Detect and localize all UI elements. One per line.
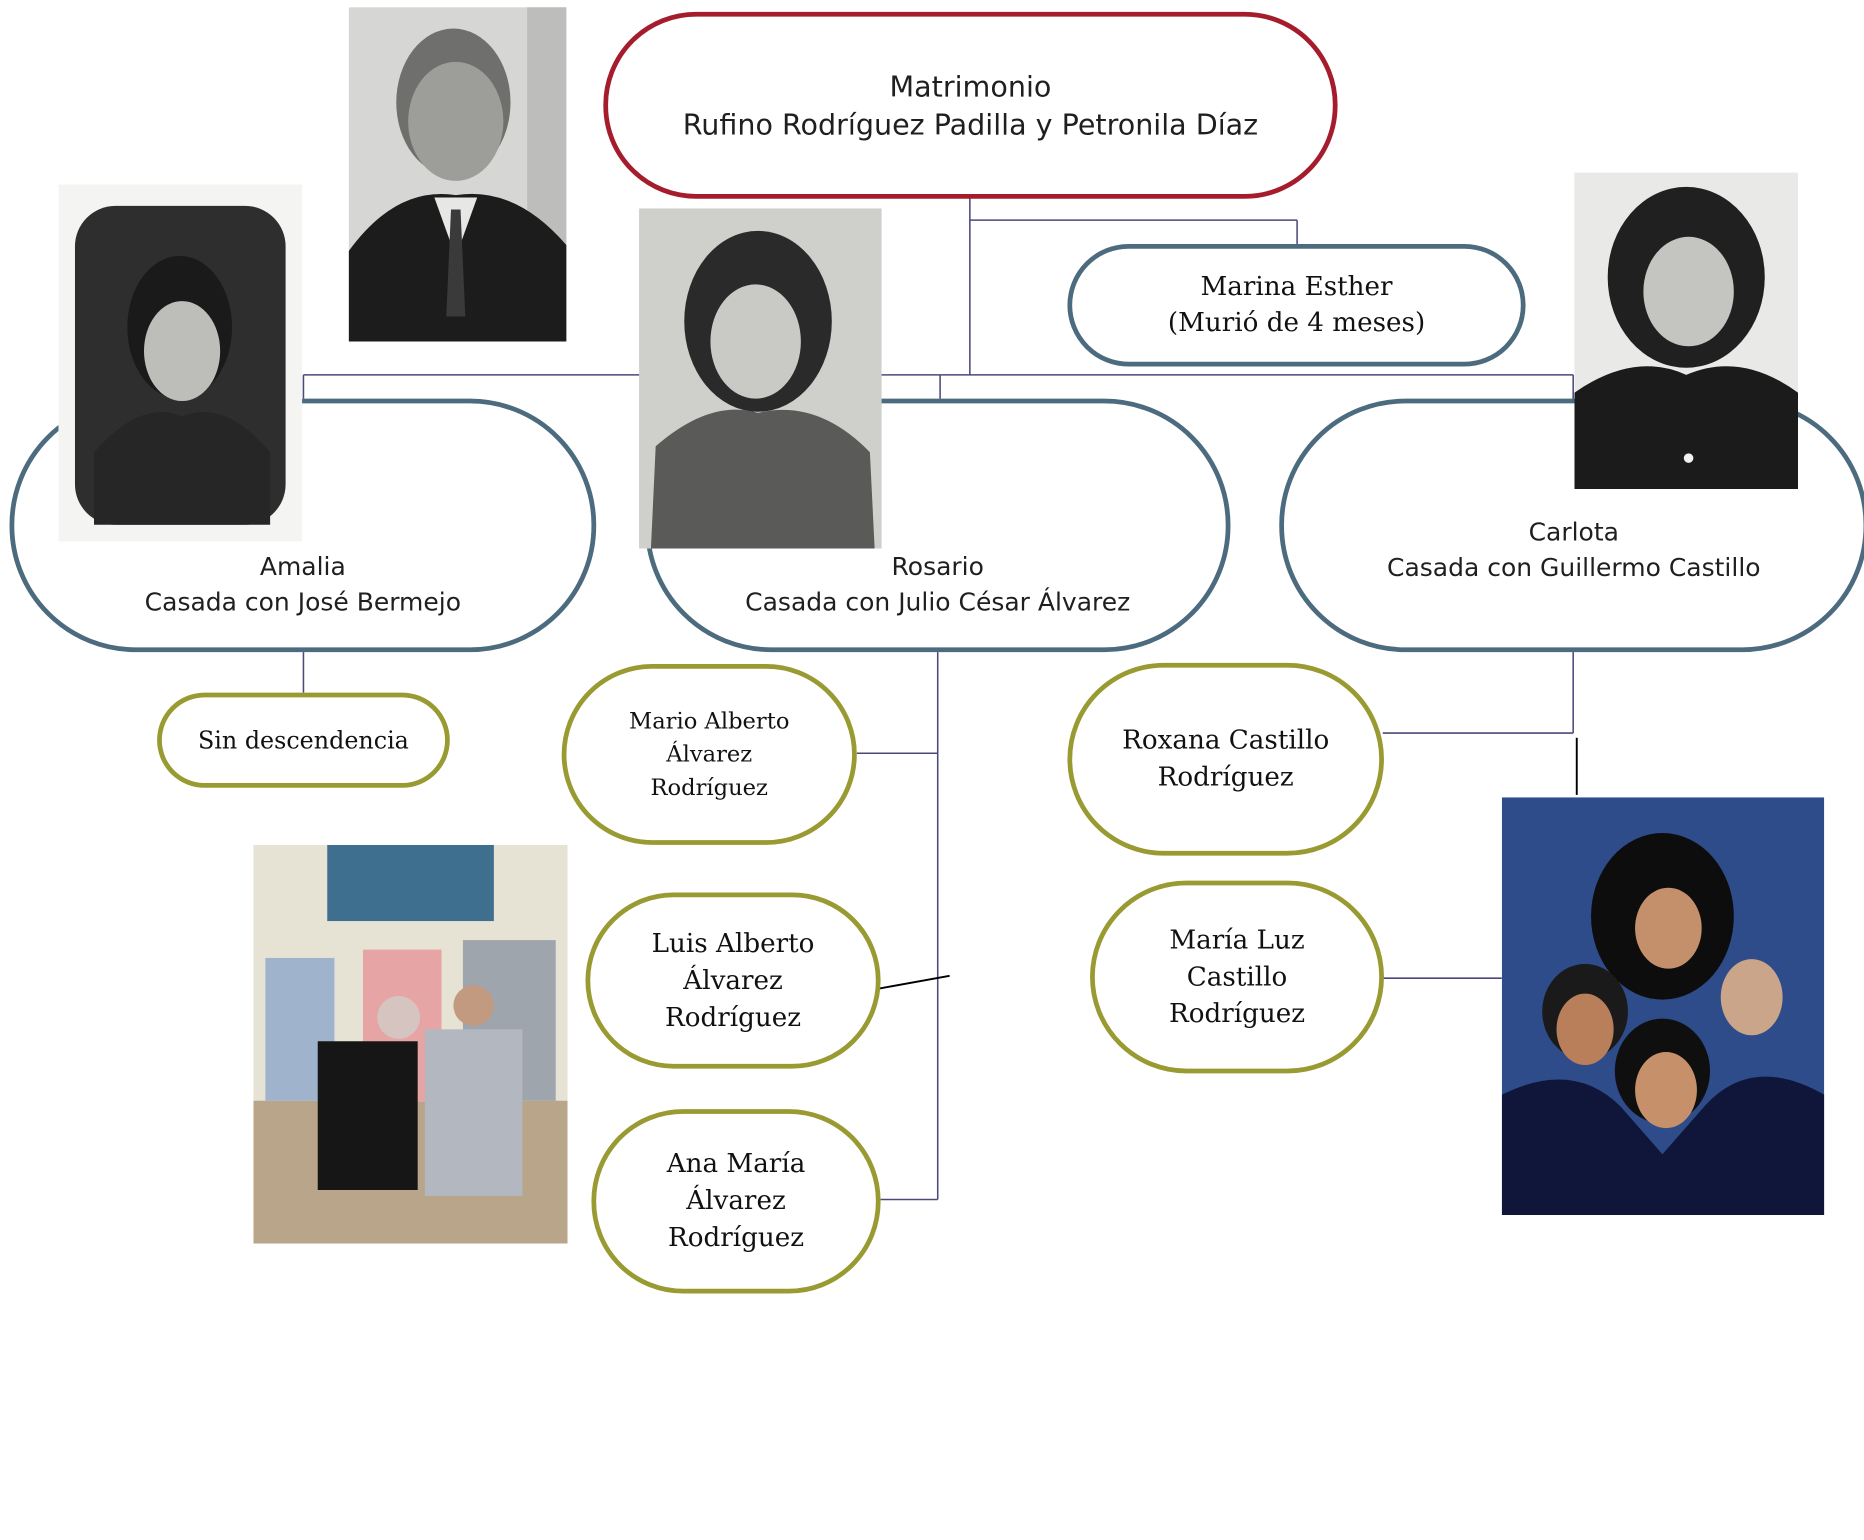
ana-line1: Ana María bbox=[666, 1149, 806, 1180]
connector-lines bbox=[302, 196, 1578, 1201]
roxana-line2: Rodríguez bbox=[1157, 762, 1294, 793]
luis-line3: Rodríguez bbox=[665, 1002, 802, 1033]
sin-descendencia-label: Sin descendencia bbox=[198, 725, 409, 755]
mario-line3: Rodríguez bbox=[650, 774, 768, 801]
mario-line2: Álvarez bbox=[666, 741, 753, 768]
maria-luz-line1: María Luz bbox=[1169, 925, 1305, 955]
rosario-name: Rosario bbox=[891, 552, 984, 581]
mario-line1: Mario Alberto bbox=[629, 708, 790, 735]
carlota-spouse: Casada con Guillermo Castillo bbox=[1387, 553, 1761, 582]
luis-line1: Luis Alberto bbox=[651, 928, 815, 959]
man-portrait-photo bbox=[348, 7, 567, 342]
amalia-name: Amalia bbox=[259, 552, 346, 581]
luis-node: Luis Alberto Álvarez Rodríguez bbox=[585, 892, 881, 1069]
amalia-spouse: Casada con José Bermejo bbox=[144, 587, 462, 617]
maria-luz-line2: Castillo bbox=[1186, 962, 1288, 992]
maria-luz-line3: Rodríguez bbox=[1168, 999, 1306, 1029]
roxana-line1: Roxana Castillo bbox=[1122, 725, 1330, 756]
rosario-portrait-photo bbox=[639, 208, 882, 549]
marina-note: (Murió de 4 meses) bbox=[1167, 307, 1426, 338]
mario-node: Mario Alberto Álvarez Rodríguez bbox=[561, 664, 857, 845]
carlota-portrait-photo bbox=[1574, 172, 1799, 490]
root-couple-node: Matrimonio Rufino Rodríguez Padilla y Pe… bbox=[603, 11, 1338, 199]
ana-line2: Álvarez bbox=[686, 1186, 786, 1217]
ana-node: Ana María Álvarez Rodríguez bbox=[591, 1109, 881, 1294]
alvarez-family-photo bbox=[253, 844, 568, 1244]
ana-line3: Rodríguez bbox=[667, 1223, 805, 1254]
root-names: Rufino Rodríguez Padilla y Petronila Día… bbox=[682, 107, 1259, 142]
roxana-node: Roxana Castillo Rodríguez bbox=[1067, 662, 1384, 856]
rosario-spouse: Casada con Julio César Álvarez bbox=[745, 587, 1131, 617]
sin-descendencia-node: Sin descendencia bbox=[157, 692, 450, 788]
marina-node: Marina Esther (Murió de 4 meses) bbox=[1067, 243, 1526, 367]
carlota-name: Carlota bbox=[1528, 517, 1619, 547]
luis-line2: Álvarez bbox=[683, 965, 783, 996]
maria-luz-node: María Luz Castillo Rodríguez bbox=[1090, 880, 1384, 1074]
marina-name: Marina Esther bbox=[1200, 271, 1393, 302]
amalia-portrait-photo bbox=[58, 184, 303, 542]
root-title: Matrimonio bbox=[889, 69, 1052, 103]
castillo-family-photo bbox=[1501, 797, 1825, 1215]
